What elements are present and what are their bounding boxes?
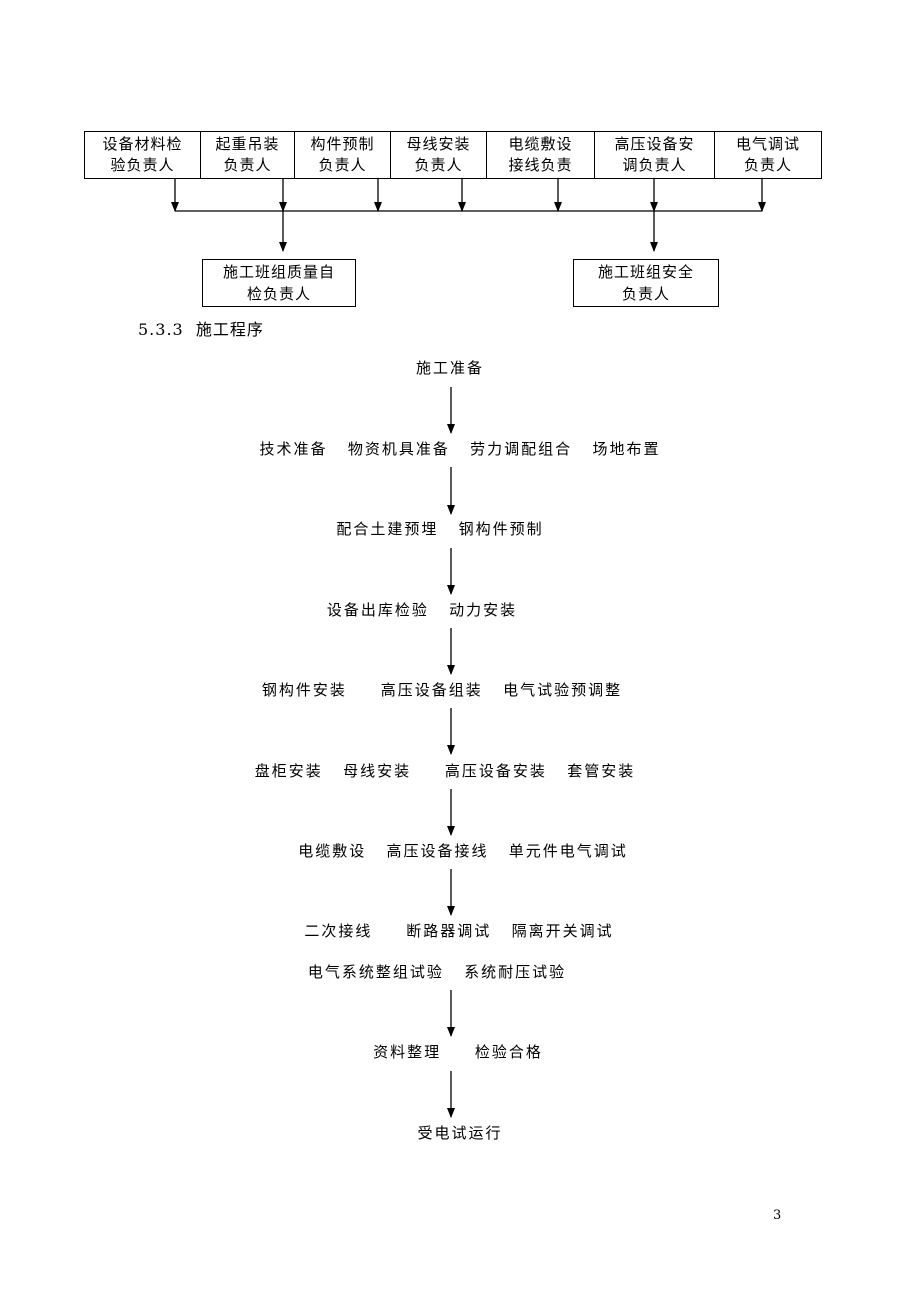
role-label: 电气调试 负责人 <box>735 135 800 174</box>
role-label: 母线安装 负责人 <box>406 135 471 174</box>
procedure-step-1: 技术准备 物资机具准备 劳力调配组合 场地布置 <box>259 440 661 458</box>
quality-lead-box: 施工班组质量自 检负责人 <box>202 259 356 307</box>
role-label: 起重吊装 负责人 <box>215 135 280 174</box>
role-cell-commissioning: 电气调试 负责人 <box>714 131 822 179</box>
procedure-step-6: 电缆敷设 高压设备接线 单元件电气调试 <box>298 842 628 860</box>
procedure-start: 施工准备 <box>415 359 484 377</box>
role-label: 高压设备安 调负责人 <box>614 135 695 174</box>
section-heading: 5.3.3 施工程序 <box>138 316 264 340</box>
role-cell-cable: 电缆敷设 接线负责 <box>486 131 594 179</box>
procedure-step-2: 配合土建预埋 钢构件预制 <box>336 520 544 538</box>
role-cell-prefab: 构件预制 负责人 <box>294 131 390 179</box>
procedure-step-3: 设备出库检验 动力安装 <box>326 601 518 619</box>
safety-lead-label: 施工班组安全 负责人 <box>597 263 694 303</box>
procedure-step-7a: 二次接线 断路器调试 隔离开关调试 <box>304 922 614 940</box>
procedure-step-7b: 电气系统整组试验 系统耐压试验 <box>307 963 567 981</box>
procedure-step-5: 盘柜安装 母线安装 高压设备安装 套管安装 <box>254 762 636 780</box>
role-label: 构件预制 负责人 <box>310 135 375 174</box>
procedure-end: 受电试运行 <box>417 1124 503 1142</box>
role-label: 设备材料检 验负责人 <box>102 135 183 174</box>
role-cell-lifting: 起重吊装 负责人 <box>200 131 294 179</box>
role-cell-hv-equipment: 高压设备安 调负责人 <box>594 131 714 179</box>
quality-lead-label: 施工班组质量自 检负责人 <box>222 263 335 303</box>
page-number: 3 <box>773 1208 782 1223</box>
section-number: 5.3.3 <box>138 320 184 339</box>
role-cell-busbar: 母线安装 负责人 <box>390 131 486 179</box>
role-label: 电缆敷设 接线负责 <box>508 135 573 174</box>
section-title: 施工程序 <box>195 320 264 339</box>
procedure-step-4: 钢构件安装 高压设备组装 电气试验预调整 <box>261 681 623 699</box>
role-cell-equipment-material: 设备材料检 验负责人 <box>84 131 200 179</box>
safety-lead-box: 施工班组安全 负责人 <box>573 259 719 307</box>
procedure-step-8: 资料整理 检验合格 <box>373 1043 543 1061</box>
